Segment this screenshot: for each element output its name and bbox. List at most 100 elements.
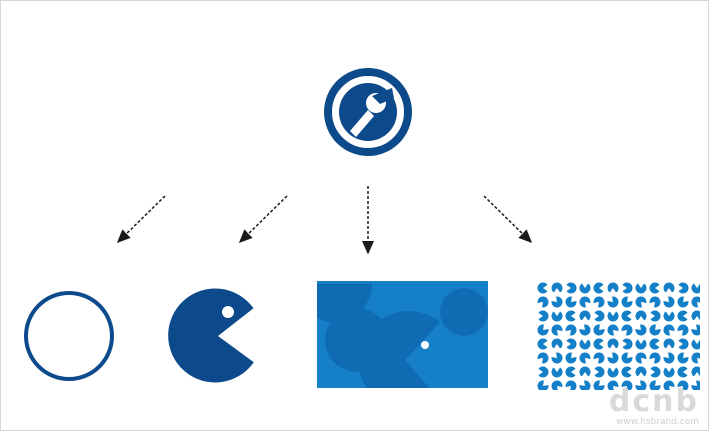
- tile-shape: [621, 324, 633, 336]
- tile-shape: [677, 352, 689, 364]
- tile-shape: [551, 311, 563, 322]
- tile-shape: [663, 367, 675, 378]
- tile-shape: [650, 310, 661, 322]
- tile-shape: [551, 380, 563, 390]
- watermark-url: www.hsbrand.com: [616, 417, 699, 427]
- tile-shape: [621, 310, 632, 322]
- tile-shape: [691, 324, 700, 336]
- tile-shape: [565, 324, 577, 336]
- tile-shape: [621, 352, 633, 364]
- tile-shape: [621, 296, 633, 308]
- pacman-shape-icon: [168, 288, 254, 383]
- tile-shape: [551, 282, 563, 293]
- arrow-to-pacman: [238, 195, 288, 244]
- tile-shape: [691, 352, 700, 364]
- tile-shape: [607, 282, 619, 293]
- tile-shape: [635, 324, 647, 336]
- tile-shape: [579, 366, 591, 377]
- tile-shape: [677, 296, 689, 308]
- tile-shape: [677, 310, 688, 322]
- tile-shape: [537, 296, 549, 308]
- tile-shape: [579, 324, 591, 336]
- tile-shape: [621, 380, 633, 390]
- tile-shape: [691, 310, 700, 321]
- tile-shape: [635, 310, 647, 321]
- arrow-to-tile-pattern: [483, 195, 533, 244]
- wrench-circle-icon: [324, 68, 412, 156]
- pacman-pattern-panel: [317, 281, 488, 388]
- tile-shape: [663, 352, 675, 364]
- tile-shape: [551, 338, 563, 349]
- tile-shape: [663, 311, 675, 322]
- tile-shape: [579, 380, 591, 390]
- tile-shape: [579, 296, 591, 308]
- tile-shape: [663, 380, 675, 390]
- tile-shape: [691, 339, 700, 350]
- tile-shape: [607, 311, 619, 322]
- tile-shape: [663, 324, 675, 336]
- tile-shape: [538, 310, 549, 322]
- tile-shape: [678, 338, 689, 350]
- tile-shape: [565, 366, 576, 378]
- tile-shape: [649, 282, 660, 294]
- tile-shape: [635, 380, 647, 390]
- tile-shape: [635, 283, 647, 294]
- tile-shape: [678, 282, 689, 294]
- tile-shape: [663, 282, 675, 293]
- tile-shape: [594, 310, 605, 322]
- tile-shape: [607, 367, 619, 378]
- tile-shape: [593, 282, 604, 294]
- tile-shape: [594, 366, 605, 378]
- tile-shape: [663, 296, 675, 308]
- tile-shape: [565, 380, 577, 390]
- tile-shape: [565, 310, 576, 322]
- tile-shape: [635, 352, 647, 364]
- tile-shape: [551, 367, 563, 378]
- tile-shape: [649, 338, 660, 350]
- tile-shape: [565, 296, 577, 308]
- tile-shape: [593, 352, 605, 364]
- tile-shape: [579, 339, 591, 350]
- tile-shape: [579, 310, 591, 321]
- tile-shape: [593, 338, 604, 350]
- tile-shape: [691, 366, 700, 377]
- tile-shape: [551, 352, 563, 364]
- tile-shape: [677, 380, 689, 390]
- tile-shape: [537, 282, 548, 294]
- tile-shape: [579, 352, 591, 364]
- tile-shape: [691, 283, 700, 294]
- tile-shape: [537, 380, 549, 390]
- tile-shape: [565, 352, 577, 364]
- tile-shape: [607, 352, 619, 364]
- tile-shape: [551, 324, 563, 336]
- tile-shape: [663, 338, 675, 349]
- tile-shape: [635, 366, 647, 377]
- tile-shape: [607, 324, 619, 336]
- tile-shape: [649, 324, 661, 336]
- tile-shape: [649, 352, 661, 364]
- tile-shape: [593, 380, 605, 390]
- tile-shape: [650, 366, 661, 378]
- tile-shape: [621, 366, 632, 378]
- tile-shape: [607, 338, 619, 349]
- tile-shape: [649, 380, 661, 390]
- tile-shape: [538, 366, 549, 378]
- tile-shape: [579, 283, 591, 294]
- tile-shape: [593, 324, 605, 336]
- tile-shape: [622, 282, 633, 294]
- tile-shape: [691, 380, 700, 390]
- tile-shape: [566, 282, 577, 294]
- tile-shape: [622, 338, 633, 350]
- tile-shape: [607, 380, 619, 390]
- watermark-logo: dcnb: [608, 384, 699, 419]
- tile-shape: [677, 324, 689, 336]
- tile-shape: [537, 338, 548, 350]
- tile-shape: [551, 296, 563, 308]
- watermark: dcnb www.hsbrand.com: [608, 384, 699, 428]
- arrow-to-circle: [116, 195, 166, 244]
- tile-shape: [691, 296, 700, 308]
- tile-shape: [537, 324, 549, 336]
- tile-shape: [593, 296, 605, 308]
- tile-shape: [635, 339, 647, 350]
